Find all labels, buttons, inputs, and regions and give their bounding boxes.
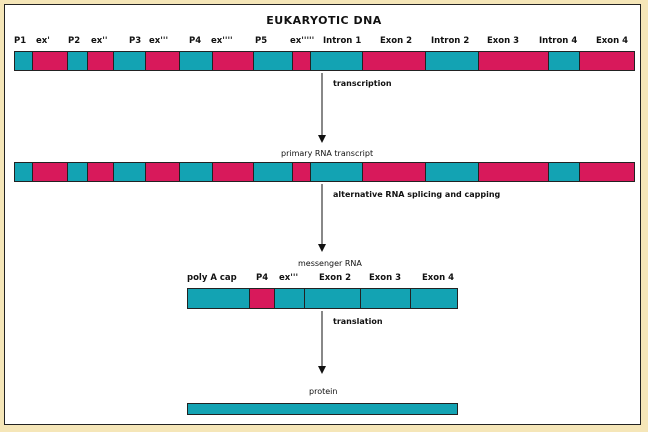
primary-transcript-segment (254, 163, 293, 181)
segment-label: P4 (256, 273, 269, 283)
dna-segment (146, 52, 180, 70)
segment-label: Exon 3 (369, 273, 402, 283)
segment-label: P4 (189, 36, 202, 46)
step-translation-label: translation (333, 317, 383, 326)
dna-segment (363, 52, 426, 70)
protein-caption: protein (309, 387, 338, 396)
segment-label: Exon 2 (319, 273, 352, 283)
mrna-segment (305, 289, 361, 308)
segment-label: poly A cap (187, 273, 237, 283)
arrow-splicing (318, 184, 326, 252)
dna-segment (311, 52, 363, 70)
diagram-title: EUKARYOTIC DNA (266, 14, 382, 27)
primary-transcript-segment (180, 163, 213, 181)
primary-transcript-segment (311, 163, 363, 181)
primary-transcript-segment (549, 163, 580, 181)
protein-segment (188, 404, 457, 414)
segment-label: ex''''' (290, 36, 315, 46)
primary-transcript-segment (114, 163, 146, 181)
segment-label: ex''' (279, 273, 299, 283)
primary-transcript-bar (14, 162, 635, 182)
segment-label: ex'' (91, 36, 108, 46)
segment-label: Intron 2 (431, 36, 470, 46)
dna-segment (479, 52, 549, 70)
dna-segment (580, 52, 634, 70)
segment-label: Intron 1 (323, 36, 362, 46)
primary-transcript-segment (88, 163, 114, 181)
segment-label: P5 (255, 36, 268, 46)
segment-label: ex' (36, 36, 50, 46)
primary-transcript-segment (213, 163, 254, 181)
dna-segment (254, 52, 293, 70)
segment-label: P1 (14, 36, 27, 46)
dna-segment (33, 52, 68, 70)
segment-label: Exon 4 (596, 36, 629, 46)
dna-segment (88, 52, 114, 70)
segment-label: ex''' (149, 36, 169, 46)
arrow-transcription (318, 73, 326, 143)
dna-segment (68, 52, 88, 70)
primary-transcript-segment (363, 163, 426, 181)
primary-transcript-segment (146, 163, 180, 181)
dna-bar (14, 51, 635, 71)
mrna-segment (275, 289, 305, 308)
primary-transcript-segment (15, 163, 33, 181)
dna-segment (15, 52, 33, 70)
segment-label: Intron 4 (539, 36, 578, 46)
mrna-segment (250, 289, 275, 308)
primary-transcript-segment (479, 163, 549, 181)
mrna-segment (411, 289, 457, 308)
segment-label: ex'''' (211, 36, 233, 46)
mrna-bar (187, 288, 458, 309)
segment-label: Exon 2 (380, 36, 413, 46)
dna-segment (114, 52, 146, 70)
protein-bar (187, 403, 458, 415)
dna-segment (213, 52, 254, 70)
mrna-caption: messenger RNA (298, 259, 362, 268)
primary-transcript-caption: primary RNA transcript (281, 149, 374, 158)
segment-label: Exon 4 (422, 273, 455, 283)
primary-transcript-segment (33, 163, 68, 181)
primary-transcript-segment (426, 163, 479, 181)
dna-segment (549, 52, 580, 70)
arrow-translation (318, 311, 326, 374)
segment-label: P3 (129, 36, 142, 46)
dna-segment (180, 52, 213, 70)
dna-segment (293, 52, 311, 70)
step-splicing-label: alternative RNA splicing and capping (333, 190, 501, 199)
segment-label: Exon 3 (487, 36, 520, 46)
step-transcription-label: transcription (333, 79, 392, 88)
segment-label: P2 (68, 36, 81, 46)
primary-transcript-segment (293, 163, 311, 181)
dna-segment (426, 52, 479, 70)
mrna-segment (361, 289, 411, 308)
primary-transcript-segment (580, 163, 634, 181)
primary-transcript-segment (68, 163, 88, 181)
mrna-segment (188, 289, 250, 308)
